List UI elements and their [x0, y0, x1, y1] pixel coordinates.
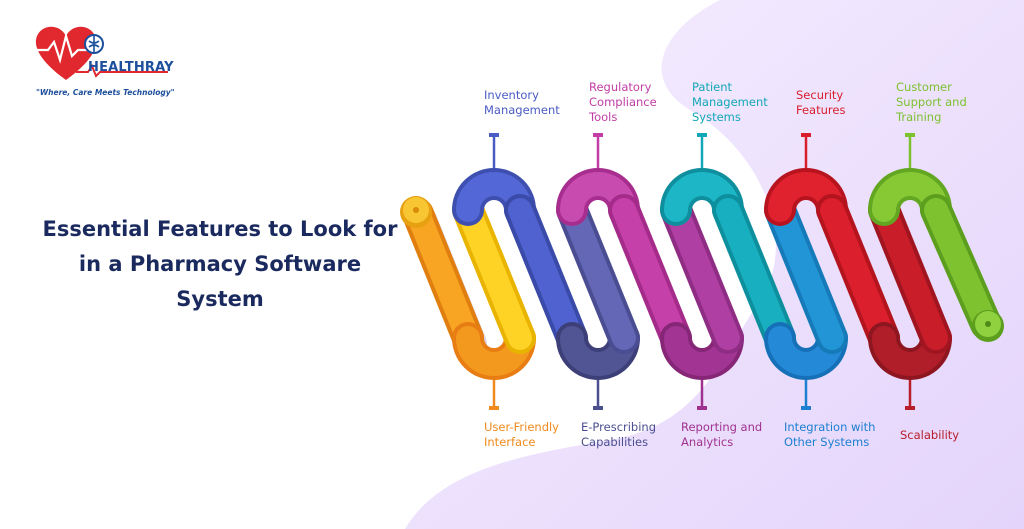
feature-scalability: Scalability: [900, 428, 960, 442]
feature-customer-support: Customer Support and Training: [896, 80, 967, 124]
start-cap: [400, 196, 432, 228]
page-title: Essential Features to Look for in a Phar…: [42, 217, 398, 311]
healthray-logo: [32, 26, 168, 80]
feature-inventory-management: Inventory Management: [484, 88, 560, 117]
feature-regulatory-compliance: Regulatory Compliance Tools: [589, 80, 657, 124]
feature-reporting-analytics: Reporting and Analytics: [681, 420, 763, 449]
feature-patient-management: Patient Management Systems: [692, 80, 768, 124]
brand-name: HEALTHRAY: [88, 60, 174, 75]
ecg-trail-icon: [76, 63, 168, 78]
serpentine-path: [402, 168, 1002, 380]
feature-e-prescribing: E-Prescribing Capabilities: [581, 420, 657, 449]
feature-security: Security Features: [796, 88, 846, 117]
brand-tagline: "Where, Care Meets Technology": [36, 88, 175, 97]
end-cap: [972, 310, 1004, 342]
heart-icon: [35, 26, 97, 80]
feature-user-friendly-interface: User-Friendly Interface: [484, 420, 559, 449]
pulse-line-icon: [32, 31, 92, 64]
feature-integration: Integration with Other Systems: [784, 420, 876, 449]
